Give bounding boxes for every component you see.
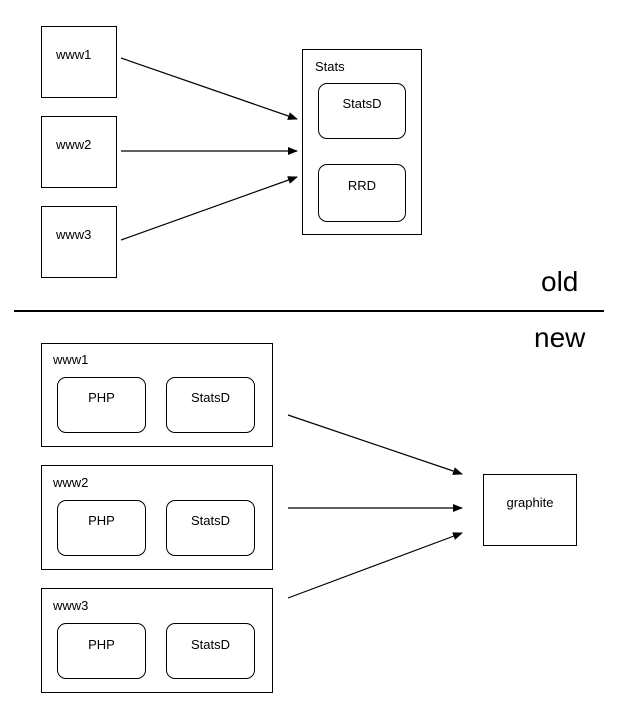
statsd-label: StatsD — [342, 96, 382, 111]
old-section-label: old — [541, 266, 579, 297]
php-node: PHP — [57, 377, 146, 433]
old-server-www3: www3 — [41, 206, 117, 278]
statsd-node: StatsD — [166, 377, 255, 433]
php-node: PHP — [57, 623, 146, 679]
php-node: PHP — [57, 500, 146, 556]
php-label: PHP — [88, 637, 115, 652]
new-server-www3: www3 PHP StatsD — [41, 588, 273, 693]
php-label: PHP — [88, 513, 115, 528]
old-server-label: www2 — [56, 137, 92, 152]
new-server-www2: www2 PHP StatsD — [41, 465, 273, 570]
statsd-label: StatsD — [190, 390, 230, 405]
arrow-www1-to-stats — [120, 57, 298, 120]
new-section-label: new — [534, 322, 586, 353]
graphite-node: graphite — [483, 474, 577, 546]
old-server-www2: www2 — [41, 116, 117, 188]
arrow-www3-to-graphite — [287, 532, 463, 599]
arrow-www1-to-graphite — [287, 414, 463, 475]
old-server-label: www3 — [56, 227, 92, 242]
rrd-node: RRD — [318, 164, 406, 222]
php-label: PHP — [88, 390, 115, 405]
old-server-label: www1 — [56, 47, 92, 62]
arrow-www3-to-stats — [120, 176, 298, 241]
statsd-node: StatsD — [166, 623, 255, 679]
old-server-www1: www1 — [41, 26, 117, 98]
statsd-label: StatsD — [190, 513, 230, 528]
statsd-label: StatsD — [190, 637, 230, 652]
statsd-node: StatsD — [318, 83, 406, 139]
statsd-node: StatsD — [166, 500, 255, 556]
stats-server-title: Stats — [315, 59, 345, 74]
new-server-label: www1 — [53, 352, 89, 367]
new-server-label: www2 — [53, 475, 89, 490]
stats-server: Stats StatsD RRD — [302, 49, 422, 235]
new-server-label: www3 — [53, 598, 89, 613]
graphite-label: graphite — [506, 495, 554, 510]
new-server-www1: www1 PHP StatsD — [41, 343, 273, 447]
rrd-label: RRD — [347, 178, 377, 193]
